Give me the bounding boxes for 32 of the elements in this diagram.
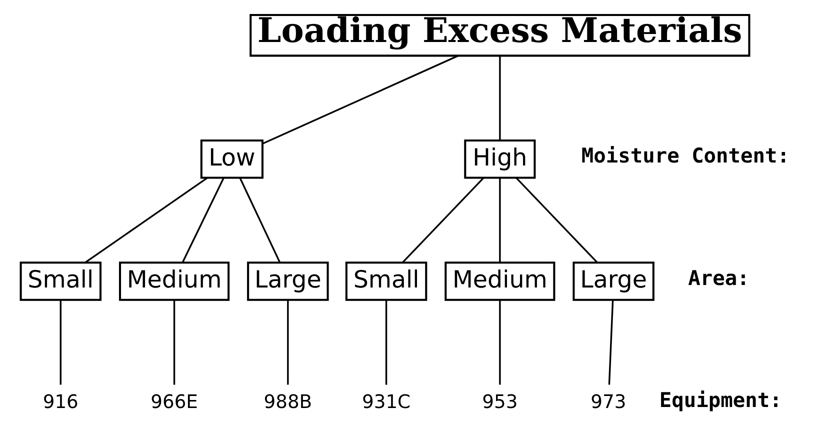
- connector: [384, 300, 387, 385]
- node-text: 916: [42, 392, 78, 414]
- node-box: Large: [572, 262, 654, 301]
- node-text: 988B: [263, 392, 312, 414]
- node-box: Large: [246, 262, 328, 301]
- connector: [608, 300, 614, 385]
- connector: [181, 177, 224, 263]
- connector: [262, 55, 458, 144]
- connector: [84, 177, 208, 264]
- connector: [498, 178, 500, 263]
- connector: [59, 300, 61, 385]
- connector: [238, 177, 280, 263]
- node-box: Medium: [444, 262, 555, 301]
- node-text: 953: [482, 392, 518, 414]
- node-text: 966E: [150, 392, 198, 414]
- connector: [515, 177, 598, 264]
- connector: [172, 300, 175, 385]
- connector: [498, 300, 500, 385]
- node-box: Medium: [118, 262, 230, 301]
- connector: [401, 177, 484, 264]
- connector: [286, 300, 288, 385]
- node-box: Small: [344, 262, 427, 301]
- node-box: High: [464, 139, 536, 179]
- label: Equipment:: [658, 388, 782, 412]
- connector: [498, 56, 500, 140]
- node-box: Small: [19, 262, 102, 301]
- label: Area:: [688, 266, 749, 290]
- label: Moisture Content:: [580, 144, 790, 168]
- node-box: Low: [200, 139, 263, 179]
- node-text: 931C: [361, 392, 410, 414]
- node-box: Loading Excess Materials: [249, 14, 750, 57]
- node-text: 973: [590, 392, 626, 414]
